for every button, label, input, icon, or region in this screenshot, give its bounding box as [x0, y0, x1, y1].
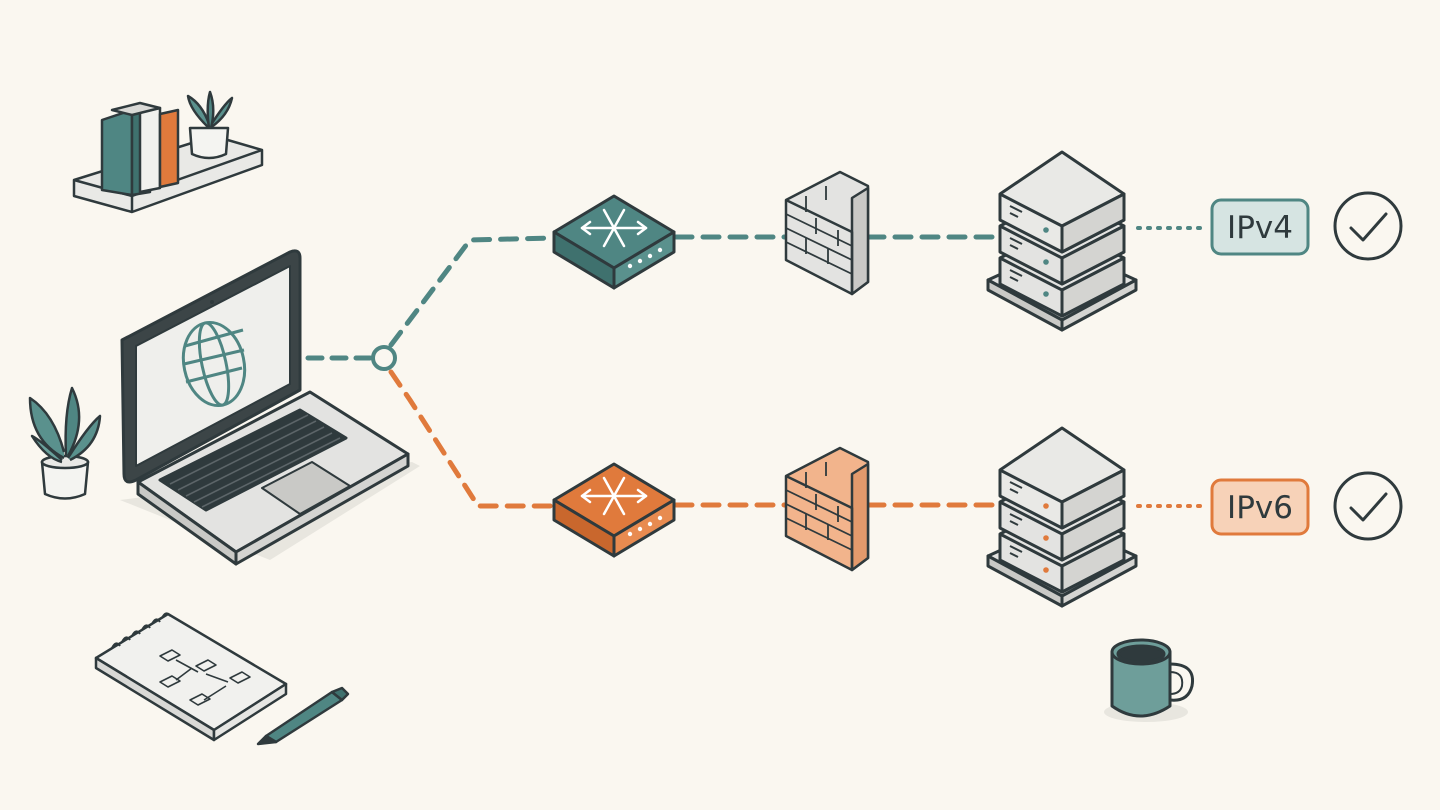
ipv4-label-text: IPv4 — [1227, 210, 1293, 246]
check-circle-icon — [1333, 191, 1403, 261]
router-icon — [552, 194, 676, 290]
ipv6-link-junction-router — [388, 369, 555, 509]
coffee-mug-icon — [1104, 638, 1195, 722]
ipv4-link-junction-router — [388, 235, 555, 348]
server-stack-icon — [986, 426, 1138, 608]
ipv6-label: IPv6 — [1210, 478, 1310, 536]
ipv4-label: IPv4 — [1210, 198, 1310, 256]
firewall-icon — [784, 170, 870, 296]
laptop-globe-icon — [120, 249, 420, 566]
junction-node-icon — [371, 345, 397, 371]
notepad-icon — [94, 612, 288, 742]
check-circle-icon — [1333, 471, 1403, 541]
server-stack-icon — [986, 150, 1138, 332]
ipv6-label-text: IPv6 — [1227, 490, 1293, 526]
connections — [305, 226, 1202, 509]
potted-plant-icon — [28, 386, 102, 500]
bookshelf-icon — [72, 90, 264, 214]
router-icon — [552, 462, 676, 558]
firewall-icon — [784, 446, 870, 572]
pen-icon — [256, 686, 350, 746]
